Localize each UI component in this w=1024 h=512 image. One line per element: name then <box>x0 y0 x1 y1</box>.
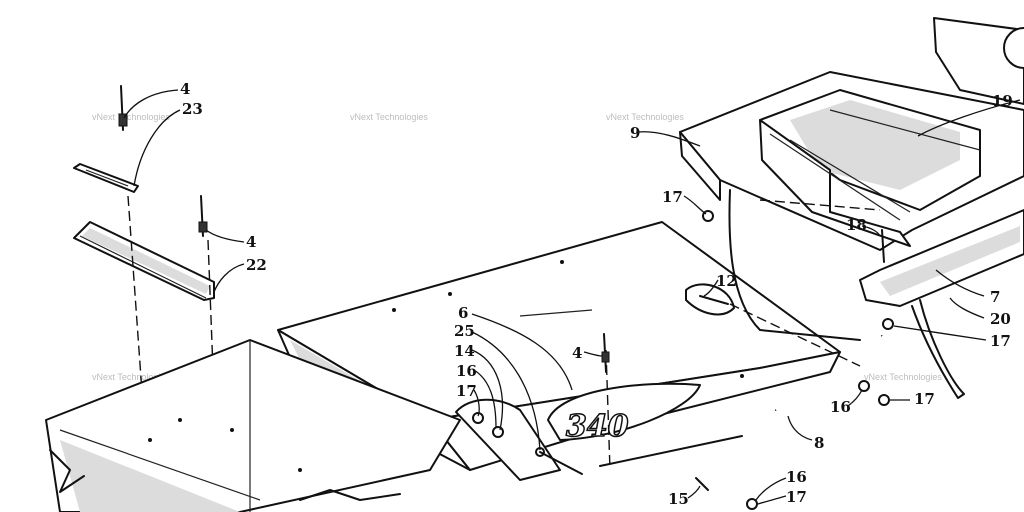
part-grab-bar-8 <box>775 334 887 412</box>
callout-14: 14 <box>454 342 475 360</box>
part-screw-4-left-lower <box>198 195 208 237</box>
callout-17: 17 <box>456 382 477 400</box>
callout-16: 16 <box>786 468 807 486</box>
watermark: vNext Technologies <box>350 112 428 122</box>
callout-16: 16 <box>830 398 851 416</box>
callout-4: 4 <box>572 344 582 362</box>
callout-20: 20 <box>990 310 1011 328</box>
callout-15: 15 <box>668 490 689 508</box>
callout-6: 6 <box>458 304 468 322</box>
part-strap-23 <box>73 163 139 193</box>
callout-7: 7 <box>990 288 1000 306</box>
bolt-15 <box>695 477 709 491</box>
part-dash-panel-25 <box>455 398 583 481</box>
washer-16 <box>746 498 758 510</box>
leader-lines <box>123 89 1021 505</box>
watermark: vNext Technologies <box>606 112 684 122</box>
part-side-strap-20 <box>728 189 965 399</box>
hood-logo: 340 <box>547 382 701 445</box>
watermark: vNext Technologies <box>92 112 170 122</box>
callout-23: 23 <box>182 100 203 118</box>
hood-logo-text: 340 <box>566 409 629 444</box>
callout-4: 4 <box>246 233 256 251</box>
callout-17: 17 <box>662 188 683 206</box>
part-chassis-left <box>45 339 461 512</box>
washer-16 <box>858 380 870 392</box>
callout-8: 8 <box>814 434 824 452</box>
bolt-18 <box>881 229 885 263</box>
callout-18: 18 <box>846 216 867 234</box>
callout-12: 12 <box>716 272 737 290</box>
part-bracket-12 <box>685 283 735 316</box>
callout-17: 17 <box>990 332 1011 350</box>
watermark: vNext Technologies <box>92 372 170 382</box>
callout-22: 22 <box>246 256 267 274</box>
callout-16: 16 <box>456 362 477 380</box>
callout-19: 19 <box>992 92 1013 110</box>
part-screw-4-left <box>118 85 128 131</box>
nut-17 <box>882 318 894 330</box>
callout-4: 4 <box>180 80 190 98</box>
fasteners <box>601 210 894 510</box>
callout-9: 9 <box>630 124 640 142</box>
callout-labels: 4 23 4 22 9 19 17 18 12 7 20 17 6 25 14 … <box>180 80 1013 508</box>
callout-25: 25 <box>454 322 475 340</box>
nut-17 <box>878 394 890 406</box>
callout-17: 17 <box>786 488 807 506</box>
part-bracket-22 <box>73 221 215 301</box>
watermark: vNext Technologies <box>864 372 942 382</box>
part-backrest-19 <box>933 17 1024 105</box>
part-rack-9 <box>679 71 1024 307</box>
callout-17: 17 <box>914 390 935 408</box>
part-rod-lower <box>599 435 743 467</box>
